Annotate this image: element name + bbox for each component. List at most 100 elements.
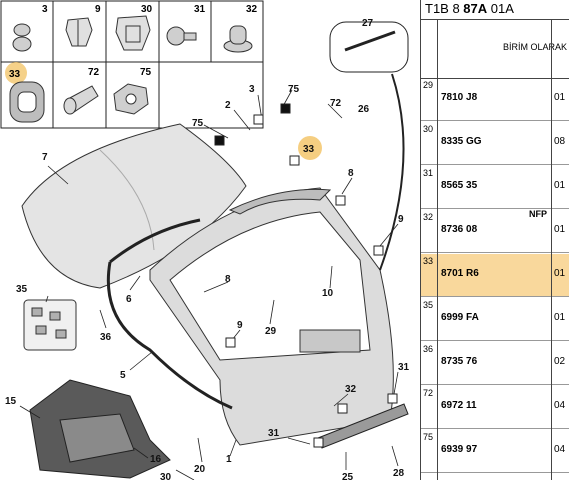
rear-glass-part-7 [21, 123, 247, 289]
clip-cluster-part-35 [23, 299, 77, 351]
table-header: T1B 8 87A 01A [421, 0, 569, 20]
thumb-part-plug-72 [63, 85, 99, 115]
part-code: 8736 08 [441, 224, 478, 235]
part-code: 6939 97 [441, 444, 478, 455]
callout-16: 16 [150, 454, 162, 465]
row-number: 31 [423, 168, 434, 178]
callout-8b: 8 [225, 274, 231, 285]
row-number: 72 [423, 388, 434, 398]
part-code: 7810 J8 [441, 92, 478, 103]
quantity: 04 [554, 444, 566, 455]
table-row[interactable]: 35 6999 FA 01 [421, 298, 569, 341]
subheader-label: BİRİM OLARAK [503, 42, 568, 52]
callout-36: 36 [100, 332, 112, 343]
inner-trim-panel-part-15 [29, 379, 171, 479]
table-subheader: BİRİM OLARAK [421, 20, 569, 79]
quantity: 02 [554, 356, 566, 367]
callout-9a: 9 [398, 214, 404, 225]
quantity: 01 [554, 92, 566, 103]
table-row[interactable]: 29 7810 J8 01 [421, 78, 569, 121]
part-code: 6999 FA [441, 312, 479, 323]
quantity: 01 [554, 312, 566, 323]
part-code: 8701 R6 [441, 268, 479, 279]
leader-lines [19, 89, 399, 480]
parts-table: T1B 8 87A 01A BİRİM OLARAK 29 7810 J8 01 30… [420, 0, 569, 480]
callout-26: 26 [358, 104, 370, 115]
callout-7: 7 [42, 152, 48, 163]
thumb-label-32: 32 [246, 4, 258, 15]
thumb-label-72: 72 [88, 67, 100, 78]
callout-35: 35 [16, 284, 28, 295]
thumb-part-nut-75 [113, 83, 149, 115]
callout-labels: 27 75 3 2 72 26 7 75 33 8 9 6 8 10 35 9 … [5, 18, 410, 480]
header-bold: 87A [463, 1, 488, 16]
callout-28: 28 [393, 468, 405, 479]
thumb-part-clip-30 [115, 15, 151, 51]
thumb-label-9: 9 [95, 4, 101, 15]
thumb-label-75: 75 [140, 67, 152, 78]
table-row[interactable]: 72 6972 11 04 [421, 386, 569, 429]
callout-5: 5 [120, 370, 126, 381]
callout-72: 72 [330, 98, 342, 109]
row-number: 30 [423, 124, 434, 134]
thumb-label-3: 3 [42, 4, 48, 15]
callout-27: 27 [362, 18, 374, 29]
quantity: 01 [554, 224, 566, 235]
part-code: 8565 35 [441, 180, 478, 191]
callout-2: 2 [225, 100, 231, 111]
row-note: NFP [529, 209, 547, 219]
part-code: 8735 76 [441, 356, 478, 367]
callout-33: 33 [303, 144, 315, 155]
thumb-part-grommet-33 [9, 81, 45, 123]
table-row[interactable]: 31 8565 35 01 [421, 166, 569, 209]
quantity: 08 [554, 136, 566, 147]
row-number: 75 [423, 432, 434, 442]
callout-32: 32 [345, 384, 357, 395]
tailgate-seal-part-5 [106, 218, 233, 410]
quantity: 04 [554, 400, 566, 411]
callout-10: 10 [322, 288, 334, 299]
callout-8a: 8 [348, 168, 354, 179]
table-row[interactable]: 33 8701 R6 01 [421, 254, 569, 297]
table-row[interactable]: 36 8735 76 02 [421, 342, 569, 385]
table-row[interactable]: 75 6939 97 04 [421, 430, 569, 473]
thumbnail-grid [0, 0, 264, 129]
callout-9b: 9 [237, 320, 243, 331]
callout-31a: 31 [398, 362, 410, 373]
callout-20: 20 [194, 464, 206, 475]
row-number: 32 [423, 212, 434, 222]
row-number: 36 [423, 344, 434, 354]
callout-75a: 75 [288, 84, 300, 95]
part-code: 6972 11 [441, 400, 477, 411]
part-code: 8335 GG [441, 136, 482, 147]
exploded-parts-diagram: 3 9 30 31 32 33 72 75 [0, 0, 410, 480]
tailgate-body-part-1 [149, 187, 394, 446]
thumb-label-31: 31 [194, 4, 206, 15]
thumb-part-clip-9 [65, 17, 93, 47]
quantity: 01 [554, 268, 566, 279]
table-row[interactable]: 30 8335 GG 08 [421, 122, 569, 165]
table-row[interactable]: 32 8736 08 01 NFP [421, 209, 569, 253]
row-number: 29 [423, 80, 434, 90]
row-number: 33 [423, 256, 434, 266]
thumb-label-33: 33 [9, 69, 21, 80]
callout-1: 1 [226, 454, 232, 465]
callout-6: 6 [126, 294, 132, 305]
callout-3: 3 [249, 84, 255, 95]
header-suffix: 01A [487, 1, 514, 16]
reference-squares [214, 103, 398, 448]
quantity: 01 [554, 180, 566, 191]
callout-15: 15 [5, 396, 17, 407]
row-number: 35 [423, 300, 434, 310]
callout-75b: 75 [192, 118, 204, 129]
header-prefix: T1B 8 [425, 1, 464, 16]
thumb-part-rivet-32 [223, 25, 253, 53]
gas-strut-part-27 [329, 21, 409, 271]
thumb-label-30: 30 [141, 4, 153, 15]
callout-31b: 31 [268, 428, 280, 439]
callout-25: 25 [342, 472, 354, 480]
thumb-part-stud-31 [166, 26, 197, 46]
callout-29: 29 [265, 326, 277, 337]
thumb-part-clip-3 [12, 23, 32, 52]
callout-30: 30 [160, 472, 172, 480]
